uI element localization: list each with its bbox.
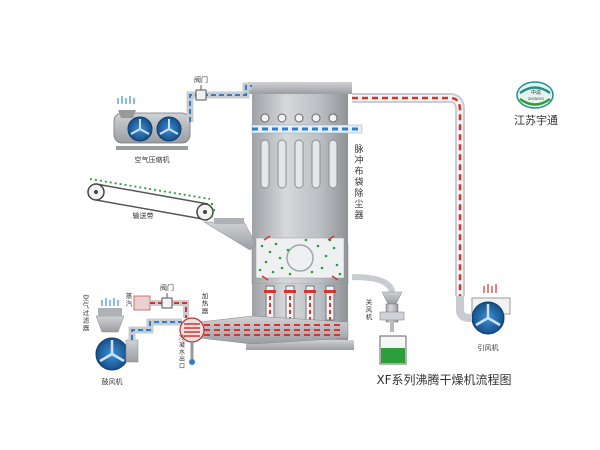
conveyor-label: 输送带 [133, 211, 154, 220]
exhaust-pipe [352, 93, 465, 296]
conveyor-belt [87, 178, 216, 221]
air-intake-marks [117, 96, 135, 104]
induced-fan-label: 引风机 [478, 343, 499, 352]
fluid-bed [255, 235, 345, 281]
filter-bag-icon [260, 139, 338, 189]
feed-hopper [203, 218, 257, 251]
brand-name: 江苏宇通 [514, 114, 558, 127]
diagram-title: XF系列沸腾干燥机流程图 [376, 372, 511, 387]
exhaust-marks [483, 284, 497, 293]
fan-icon [156, 116, 182, 142]
fan-icon [95, 337, 129, 371]
product-bucket-icon [379, 335, 407, 365]
hot-air-inlet-duct [199, 315, 349, 345]
brand-logo-text: 中渝 [531, 89, 541, 96]
valve-icon [161, 293, 173, 309]
dust-collector-label: 脉冲布袋除尘器 [354, 143, 363, 221]
hot-air-columns [264, 285, 336, 321]
heater-label: 加热器 [202, 291, 209, 315]
heater-icon [179, 317, 205, 365]
shutoff-fan-label: 关风机 [366, 297, 373, 321]
valve-icon [195, 85, 207, 101]
steam-label: 蒸汽 [126, 291, 133, 308]
valve-top-label: 阀门 [194, 75, 208, 84]
fan-icon [471, 301, 505, 335]
compressed-air-pipe [186, 82, 252, 122]
blower-assembly [95, 298, 182, 371]
pulse-nozzles [260, 113, 338, 123]
pulse-air-manifold [251, 124, 363, 134]
condensate-outlet-label: 冷凝水出口 [179, 334, 185, 370]
brand-logo-subtext: ZHONGYU [528, 97, 545, 101]
air-filter-label: 空气过滤器 [83, 293, 90, 332]
brand-logo-icon [516, 81, 554, 109]
fan-icon [127, 116, 153, 142]
induced-fan [456, 284, 511, 335]
air-compressor-label: 空气压缩机 [135, 155, 170, 164]
steam-line [133, 293, 189, 318]
valve-steam-label: 阀门 [160, 283, 174, 292]
blower-label: 鼓风机 [102, 377, 123, 386]
air-compressor [113, 96, 191, 150]
shutoff-fan-and-product [351, 274, 407, 365]
